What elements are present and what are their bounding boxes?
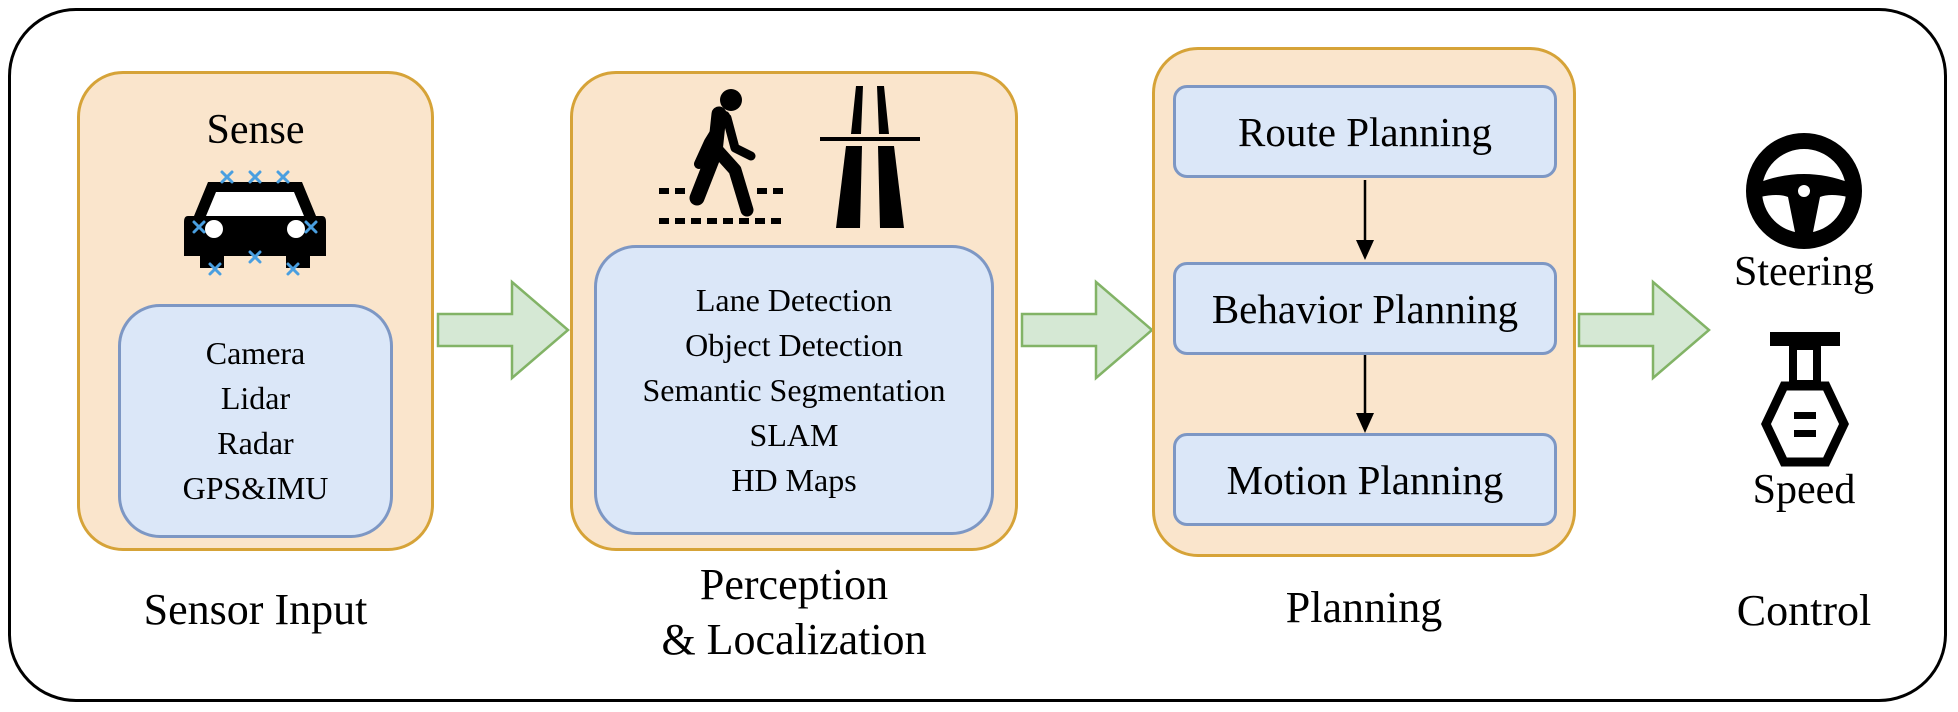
perception-slam: SLAM xyxy=(749,416,839,453)
speed-label: Speed xyxy=(1752,467,1856,513)
behavior-planning-box: Behavior Planning xyxy=(1173,262,1557,355)
pedestrian-crossing-icon xyxy=(659,89,783,224)
perception-caption-line1: Perception xyxy=(699,560,889,609)
perception-caption-line2: & Localization xyxy=(661,615,927,664)
perception-lane-detection: Lane Detection xyxy=(695,281,893,318)
speed-shifter-icon xyxy=(1761,332,1849,467)
perception-list-box: Lane Detection Object Detection Semantic… xyxy=(594,245,994,535)
behavior-planning-label: Behavior Planning xyxy=(1211,285,1519,332)
sense-title: Sense xyxy=(206,107,305,153)
sensor-gps-imu: GPS&IMU xyxy=(182,470,329,506)
flow-arrow-perception-to-planning xyxy=(1020,279,1154,381)
road-highway-icon xyxy=(820,86,920,228)
steering-label: Steering xyxy=(1734,249,1874,295)
planning-caption: Planning xyxy=(1285,583,1443,632)
perception-semantic-segmentation: Semantic Segmentation xyxy=(642,371,946,408)
route-to-behavior-arrow xyxy=(1356,180,1374,260)
flow-arrow-planning-to-control xyxy=(1577,279,1711,381)
sensor-camera: Camera xyxy=(205,335,306,371)
sensor-radar: Radar xyxy=(217,425,294,461)
flow-arrow-sensor-to-perception xyxy=(436,279,570,381)
diagram-frame xyxy=(8,8,1947,702)
sensor-list-box: Camera Lidar Radar GPS&IMU xyxy=(118,304,393,538)
perception-hd-maps: HD Maps xyxy=(731,461,857,498)
steering-wheel-icon xyxy=(1746,133,1862,249)
sensor-lidar: Lidar xyxy=(220,380,291,416)
behavior-to-motion-arrow xyxy=(1356,355,1374,433)
car-sensor-icon xyxy=(184,170,326,276)
route-planning-box: Route Planning xyxy=(1173,85,1557,178)
route-planning-label: Route Planning xyxy=(1238,108,1492,155)
motion-planning-box: Motion Planning xyxy=(1173,433,1557,526)
motion-planning-label: Motion Planning xyxy=(1226,456,1504,503)
perception-object-detection: Object Detection xyxy=(685,326,903,363)
control-caption: Control xyxy=(1736,586,1872,635)
sensor-input-caption: Sensor Input xyxy=(143,585,368,634)
